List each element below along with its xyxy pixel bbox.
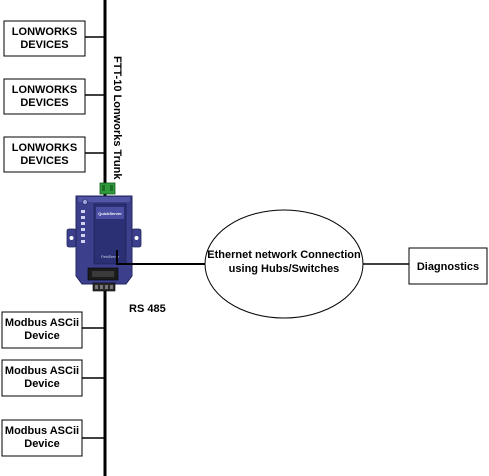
modbus-device-2: Modbus ASCii Device: [1, 359, 83, 397]
modbus-device-3-line2: Device: [24, 438, 59, 450]
ethernet-network: Ethernet network Connection using Hubs/S…: [204, 209, 364, 319]
modbus-device-2-line1: Modbus ASCii: [5, 365, 79, 377]
modbus-device-2-line2: Device: [24, 378, 59, 390]
modbus-device-3: Modbus ASCii Device: [1, 419, 83, 457]
lonworks-device-3: LONWORKS DEVICES: [3, 136, 86, 173]
rs485-label: RS 485: [129, 303, 166, 315]
diagnostics-label: Diagnostics: [417, 261, 479, 273]
modbus-device-1-line2: Device: [24, 330, 59, 342]
ethernet-cable: [116, 250, 205, 265]
lonworks-device-2: LONWORKS DEVICES: [3, 78, 86, 115]
diagnostics-box: Diagnostics: [408, 247, 488, 285]
ethernet-label-line2: using Hubs/Switches: [229, 263, 340, 275]
lonworks-device-3-line1: LONWORKS: [12, 142, 77, 154]
lonworks-device-2-line1: LONWORKS: [12, 84, 77, 96]
gateway-top-connector: [99, 182, 116, 195]
modbus-device-3-line1: Modbus ASCii: [5, 425, 79, 437]
gateway-screw: [82, 199, 88, 205]
gateway-vendor-text: FieldServer: [101, 255, 120, 259]
ethernet-label-line1: Ethernet network Connection: [207, 249, 361, 261]
gateway-brand-text: QuickServer: [98, 211, 122, 216]
lonworks-device-1-line2: DEVICES: [20, 39, 68, 51]
lonworks-device-2-line2: DEVICES: [20, 97, 68, 109]
gateway-led-column: [81, 210, 85, 243]
modbus-device-1-line1: Modbus ASCii: [5, 317, 79, 329]
gateway-bottom-connector: [92, 282, 116, 292]
lonworks-device-1: LONWORKS DEVICES: [3, 20, 86, 57]
gateway-device: QuickServer FieldServer: [66, 182, 142, 292]
trunk-label: FTT-10 Lonworks Trunk: [111, 56, 123, 180]
modbus-device-1: Modbus ASCii Device: [1, 311, 83, 349]
lonworks-device-1-line1: LONWORKS: [12, 26, 77, 38]
lonworks-device-3-line2: DEVICES: [20, 155, 68, 167]
